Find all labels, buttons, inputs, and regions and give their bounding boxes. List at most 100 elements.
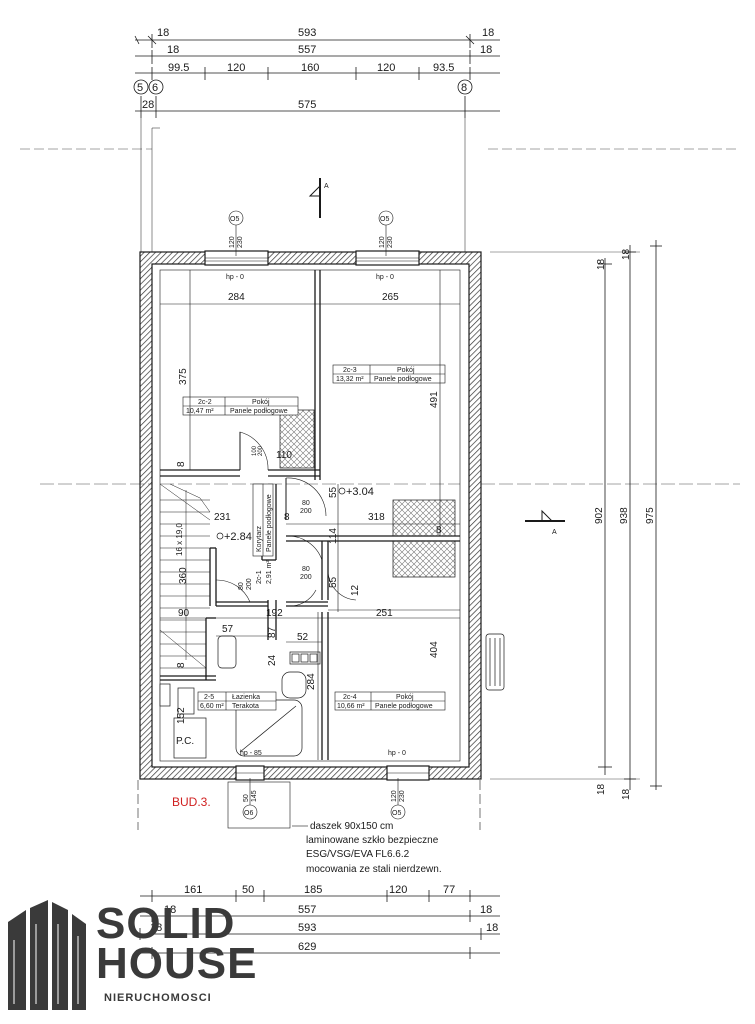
radiator [485, 633, 505, 691]
dim-8b: 8 [284, 512, 290, 523]
room-2c-3-area: 13,32 m² [336, 376, 364, 383]
axis-label-6: 6 [152, 82, 158, 94]
dim-100a: 100 [252, 445, 258, 456]
bathroom-fixtures [159, 635, 321, 759]
top-dim-r1-a: 18 [157, 27, 169, 39]
bottom-dimension-chains: 161 50 185 120 77 18 557 18 18 593 18 62… [139, 884, 500, 959]
top-dim-r1-b: 593 [298, 27, 316, 39]
built-in-closets [279, 409, 456, 578]
dim-8d: 8 [176, 662, 187, 668]
window-2-h2: 230 [387, 236, 394, 248]
logo-subtitle: NIERUCHOMOSCI [104, 992, 212, 1004]
interior-dimensions: 284 265 375 491 110 100 200 8 231 8 318 … [160, 270, 460, 760]
dim-200a: 200 [300, 508, 312, 515]
canopy-note: daszek 90x150 cm laminowane szkło bezpie… [306, 821, 442, 875]
window-markers: O5 120 230 hp - 0 O5 120 230 hp - 0 O6 5… [226, 210, 406, 820]
dim-284b: 284 [306, 673, 317, 690]
note-line-4: mocowania ze stali nierdzewn. [306, 864, 442, 875]
top-dim-r3-d: 120 [377, 62, 395, 74]
room-2-5-area: 6,60 m² [200, 703, 224, 710]
note-line-2: laminowane szkło bezpieczne [306, 835, 439, 846]
dim-192: 192 [266, 608, 283, 619]
room-2c-1-num: 2c-1 [256, 570, 263, 584]
dim-200b: 200 [300, 574, 312, 581]
room-2c-2-area: 10,47 m² [186, 408, 214, 415]
room-2c-3-num: 2c-3 [343, 367, 357, 374]
window-1-h2: 230 [237, 236, 244, 248]
dim-404: 404 [429, 641, 440, 658]
bottom-dim-r2-b: 557 [298, 904, 316, 916]
window-3-id: O6 [244, 810, 253, 817]
dim-491: 491 [429, 391, 440, 408]
room-2c-2-floor: Panele podłogowe [230, 408, 288, 415]
dim-375: 375 [178, 368, 189, 385]
top-dim-r3-e: 93.5 [433, 62, 454, 74]
top-dim-r2-c: 18 [480, 44, 492, 56]
room-2c-4-name: Pokój [396, 694, 414, 701]
dim-200c: 200 [246, 578, 253, 590]
window-4-h1: 120 [391, 790, 398, 802]
dim-114: 114 [328, 528, 339, 544]
logo-line-2: HOUSE [96, 939, 258, 988]
building-bars-icon [8, 900, 86, 1010]
room-label-2c-4: 2c-4 Pokój 10,66 m² Panele podłogowe [334, 691, 446, 711]
top-dim-r3-b: 120 [227, 62, 245, 74]
room-2c-3-name: Pokój [397, 367, 415, 374]
logo-line-1: SOLID [96, 899, 236, 948]
window-4-h2: 230 [399, 790, 406, 802]
bottom-dim-r3-c: 18 [486, 922, 498, 934]
room-label-2c-3: 2c-3 Pokój 13,32 m² Panele podłogowe [332, 364, 446, 384]
stairs-spec: 16 x 19,0 [175, 523, 184, 556]
section-mark-top: A [308, 178, 329, 218]
note-line-3: ESG/VSG/EVA FL6.6.2 [306, 849, 410, 860]
right-dim-18-top-b: 18 [621, 248, 632, 260]
dim-8a: 8 [176, 461, 187, 467]
room-2c-2-num: 2c-2 [198, 399, 212, 406]
bottom-dim-r1-a: 161 [184, 884, 202, 896]
window-4-id: O5 [392, 810, 401, 817]
dim-231: 231 [214, 512, 231, 523]
bottom-dim-r1-e: 77 [443, 884, 455, 896]
section-mark-top-label: A [324, 183, 329, 190]
bottom-dim-r2-a: 18 [164, 904, 176, 916]
dim-8c: 8 [436, 525, 442, 536]
dim-80b: 80 [302, 566, 310, 573]
dim-90: 90 [178, 608, 190, 619]
level-284: +2.84 [224, 531, 252, 543]
top-dim-r1-c: 18 [482, 27, 494, 39]
bottom-dim-r1-b: 50 [242, 884, 254, 896]
room-2c-4-floor: Panele podłogowe [375, 703, 433, 710]
dim-152: 152 [176, 707, 187, 724]
section-mark-right-label: A [552, 529, 557, 536]
axis-label-8: 8 [461, 82, 467, 94]
room-2c-1-floor: Panele podłogowe [266, 494, 273, 552]
dim-80c: 80 [238, 582, 245, 590]
room-label-2c-1: Korytarz Panele podłogowe 2c-1 2,91 m² [252, 483, 274, 584]
section-mark-right: A [525, 509, 565, 536]
top-dim-r4-b: 575 [298, 99, 316, 111]
right-dim-18-bot-b: 18 [621, 788, 632, 800]
dim-55b: 55 [328, 576, 339, 588]
solid-house-logo: SOLID HOUSE NIERUCHOMOSCI [8, 896, 256, 1014]
building-label: BUD.3. [172, 795, 211, 809]
window-2-h1: 120 [379, 236, 386, 248]
top-dim-r2-b: 557 [298, 44, 316, 56]
right-dimension-chains: 18 18 902 938 975 18 18 [490, 240, 662, 800]
room-2c-1-area: 2,91 m² [266, 560, 273, 584]
dim-110: 110 [276, 450, 292, 461]
dim-200d: 200 [258, 445, 264, 456]
dim-265: 265 [382, 292, 399, 303]
window-4-hp: hp - 0 [388, 750, 406, 757]
dim-80a: 80 [302, 500, 310, 507]
bottom-dim-r1-d: 120 [389, 884, 407, 896]
window-1-hp: hp - 0 [226, 274, 244, 281]
room-2-5-num: 2-5 [204, 694, 214, 701]
window-3-h1: 50 [243, 794, 250, 802]
window-3-h2: 145 [251, 790, 258, 802]
pc-label: P.C. [176, 736, 194, 747]
canopy-outline [137, 780, 481, 830]
dim-12: 12 [350, 584, 361, 596]
bottom-dim-r3-b: 593 [298, 922, 316, 934]
room-2c-2-name: Pokój [252, 399, 270, 406]
dim-55a: 55 [328, 486, 339, 498]
